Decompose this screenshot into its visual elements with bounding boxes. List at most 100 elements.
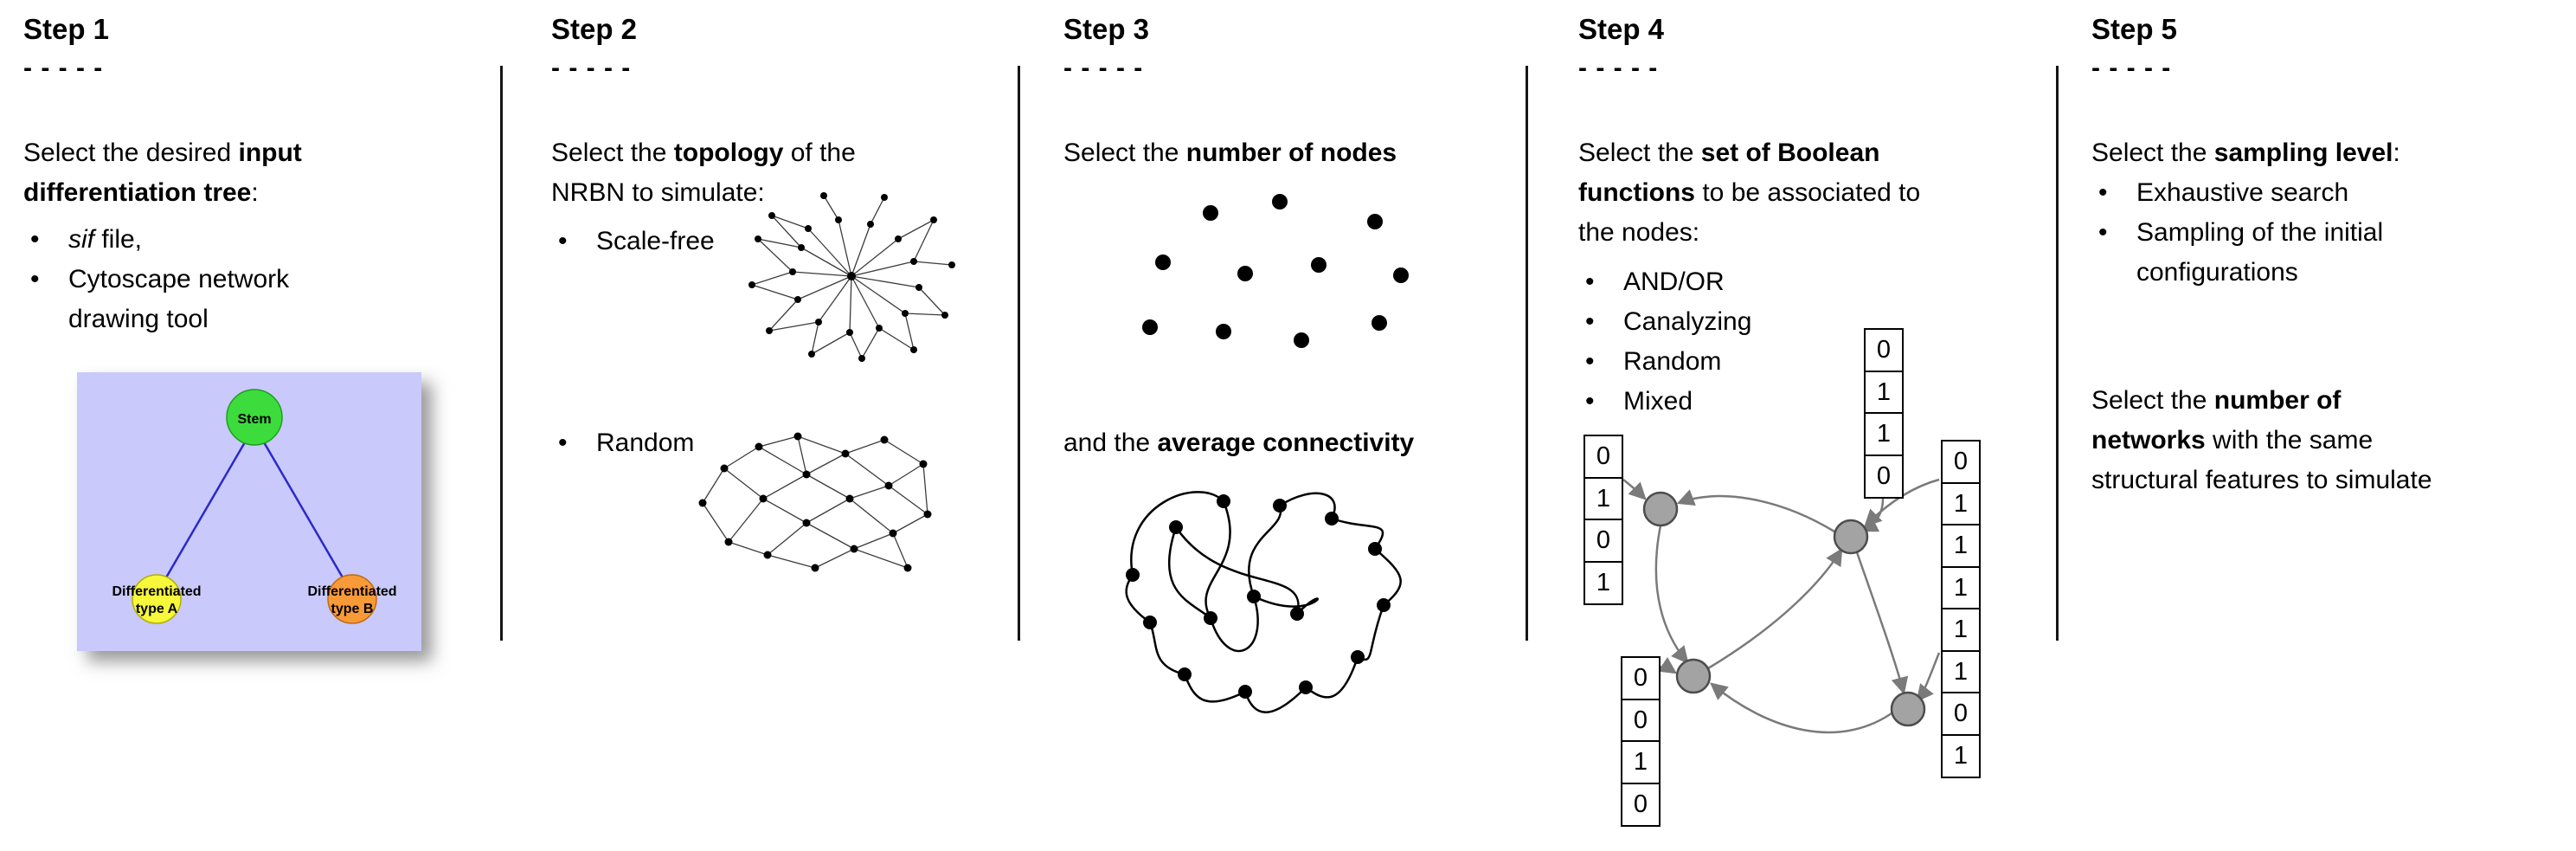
network-nodes <box>698 432 932 572</box>
type-b-node <box>327 574 377 624</box>
truth-table-cell: 0 <box>1621 656 1661 700</box>
list-item: • Scale-free <box>551 222 811 261</box>
paragraph-line: Select the number of <box>2091 386 2342 415</box>
gene-node <box>1675 658 1712 694</box>
step-3-panel: Step 3 - - - - - Select the number of no… <box>1063 12 1513 848</box>
stem-node <box>226 389 283 446</box>
boolean-network-illustration <box>1578 12 2041 851</box>
type-a-label-line1: Differentiated <box>112 584 201 599</box>
bullet-icon: • <box>2098 218 2108 247</box>
intro-bold-text: input differentiation tree <box>23 139 302 207</box>
differentiation-tree-image: Stem Differentiated type A Differentiate… <box>77 372 421 651</box>
step-1-intro: Select the desired input differentiation… <box>23 133 361 213</box>
step-3-title: Step 3 <box>1063 13 1150 45</box>
stem-node-label: Stem <box>237 412 271 427</box>
bullet-icon: • <box>1585 387 1595 416</box>
scale-free-network-illustration <box>722 185 973 389</box>
truth-table-cell: 0 <box>1941 440 1981 484</box>
truth-table-cell: 1 <box>1941 524 1981 568</box>
tree-edges <box>155 425 354 595</box>
list-item-label: Random <box>596 429 695 457</box>
network-nodes <box>748 192 955 362</box>
intro-text: : <box>251 178 259 207</box>
paragraph-line: structural features to simulate <box>2091 466 2432 494</box>
list-item-label: sif file, <box>68 225 143 254</box>
list-item-label: Mixed <box>1623 387 1693 416</box>
step-3-dashes: - - - - - <box>1063 54 1144 82</box>
step-5-panel: Step 5 - - - - - Select the sampling lev… <box>2091 12 2566 848</box>
italic-text: sif <box>68 225 94 254</box>
gene-node <box>1890 691 1926 727</box>
list-item: • Random <box>1578 342 1950 382</box>
truth-table-cell: 0 <box>1941 692 1981 736</box>
dot-nodes <box>1142 194 1409 348</box>
list-item: • Cytoscape network drawing tool <box>23 260 361 339</box>
bullet-icon: • <box>1585 268 1595 296</box>
step-3-line1: Select the number of nodes <box>1063 139 1397 167</box>
truth-table-cell: 1 <box>1864 412 1904 456</box>
truth-table-cell: 1 <box>1584 560 1623 605</box>
column-divider <box>500 66 503 641</box>
step-5-dashes: - - - - - <box>2091 54 2172 82</box>
step-5-bullet-list: • Exhaustive search • Sampling of the in… <box>2091 173 2464 293</box>
step-3-line2: and the average connectivity <box>1063 429 1415 457</box>
list-item-label: Exhaustive search <box>2136 178 2349 207</box>
step-4-bullet-list: • AND/OR • Canalyzing • Random • Mixed <box>1578 262 1950 422</box>
list-item-label: Sampling of the initial configurations <box>2136 218 2384 287</box>
truth-table-cell: 1 <box>1941 649 1981 694</box>
list-item: • Canalyzing <box>1578 302 1950 342</box>
bullet-icon: • <box>1585 347 1595 376</box>
truth-table-cell: 1 <box>1941 565 1981 610</box>
truth-table-cell: 1 <box>1941 481 1981 526</box>
boolean-network-nodes <box>1642 491 1926 727</box>
network-edges <box>702 435 928 569</box>
step-2-panel: Step 2 - - - - - Select the topology of … <box>551 12 1005 848</box>
step-1-title: Step 1 <box>23 13 110 45</box>
list-item: • Mixed <box>1578 382 1950 422</box>
list-item: • Sampling of the initial configurations <box>2091 213 2464 293</box>
nodes-dots-illustration <box>1115 189 1479 392</box>
truth-table-cell: 0 <box>1621 698 1661 743</box>
step-1-panel: Step 1 - - - - - Select the desired inpu… <box>23 12 498 848</box>
list-item-label: Cytoscape network drawing tool <box>68 265 290 333</box>
column-divider <box>1018 66 1020 641</box>
step-1-bullet-list: • sif file, • Cytoscape network drawing … <box>23 220 361 339</box>
column-divider <box>1526 66 1528 641</box>
connectivity-tangle-illustration <box>1111 471 1405 726</box>
paragraph-line: networks with the same <box>2091 426 2374 455</box>
random-network-illustration <box>681 412 949 594</box>
step-5-title: Step 5 <box>2091 13 2178 45</box>
truth-table-cell: 1 <box>1941 608 1981 652</box>
step-2-dashes: - - - - - <box>551 54 632 82</box>
truth-table-cell: 0 <box>1864 454 1904 499</box>
list-item-label: Canalyzing <box>1623 307 1752 336</box>
list-item: • sif file, <box>23 220 361 260</box>
bullet-icon: • <box>558 429 568 457</box>
type-b-label-line2: type B <box>331 602 374 616</box>
truth-table-cell: 1 <box>1941 733 1981 778</box>
bullet-icon: • <box>30 225 40 254</box>
truth-table-cell: 0 <box>1584 519 1623 563</box>
type-b-label-line1: Differentiated <box>307 584 396 599</box>
intro-text: Select the desired <box>23 139 239 167</box>
gene-node <box>1642 491 1679 527</box>
bullet-icon: • <box>558 227 568 255</box>
truth-table-cell: 0 <box>1584 435 1623 479</box>
list-item-label: Scale-free <box>596 227 715 255</box>
truth-table-cell: 0 <box>1864 328 1904 372</box>
list-item: • Random <box>551 423 811 463</box>
list-item: • Exhaustive search <box>2091 173 2464 213</box>
bullet-icon: • <box>1585 307 1595 336</box>
step-1-dashes: - - - - - <box>23 54 104 82</box>
network-edges <box>751 195 953 359</box>
step-4-dashes: - - - - - <box>1578 54 1659 82</box>
step-4-intro: Select the set of Boolean functions to b… <box>1578 139 1921 247</box>
truth-table-cell: 1 <box>1621 740 1661 784</box>
column-divider <box>2056 66 2059 641</box>
tangle-edges <box>1125 491 1402 713</box>
step-4-title: Step 4 <box>1578 13 1665 45</box>
